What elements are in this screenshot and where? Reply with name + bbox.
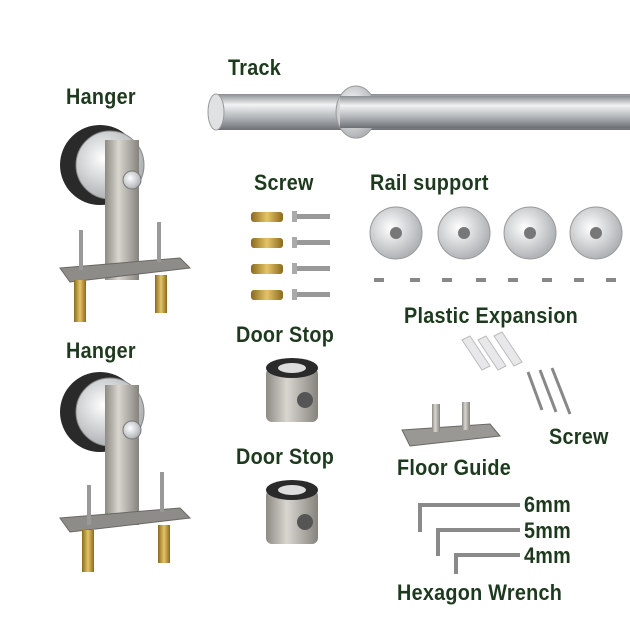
label-5mm: 5mm [524, 518, 572, 543]
label-track: Track [228, 55, 282, 80]
label-screw-right: Screw [549, 424, 609, 449]
floor-guide [401, 402, 501, 447]
door-stop-top [266, 358, 318, 422]
label-hanger-top: Hanger [66, 84, 136, 109]
plastic-expansion-anchors [461, 331, 523, 371]
screws-and-anchors [251, 211, 330, 300]
rail-supports [369, 206, 623, 282]
label-hanger-bottom: Hanger [66, 338, 136, 363]
label-screw-top: Screw [254, 170, 314, 195]
label-plastic-expansion: Plastic Expansion [404, 303, 579, 328]
label-rail-support: Rail support [370, 170, 489, 195]
door-stop-bottom [266, 480, 318, 544]
hanger-top [59, 125, 192, 322]
label-door-stop-top: Door Stop [236, 322, 335, 347]
label-4mm: 4mm [524, 543, 572, 568]
wood-screws [526, 367, 572, 415]
track-rod [207, 85, 630, 139]
label-door-stop-bottom: Door Stop [236, 444, 335, 469]
label-floor-guide: Floor Guide [397, 455, 512, 480]
hanger-bottom [59, 372, 192, 572]
label-hexagon-wrench: Hexagon Wrench [397, 580, 563, 605]
label-6mm: 6mm [524, 492, 572, 517]
hex-wrenches [418, 503, 520, 574]
